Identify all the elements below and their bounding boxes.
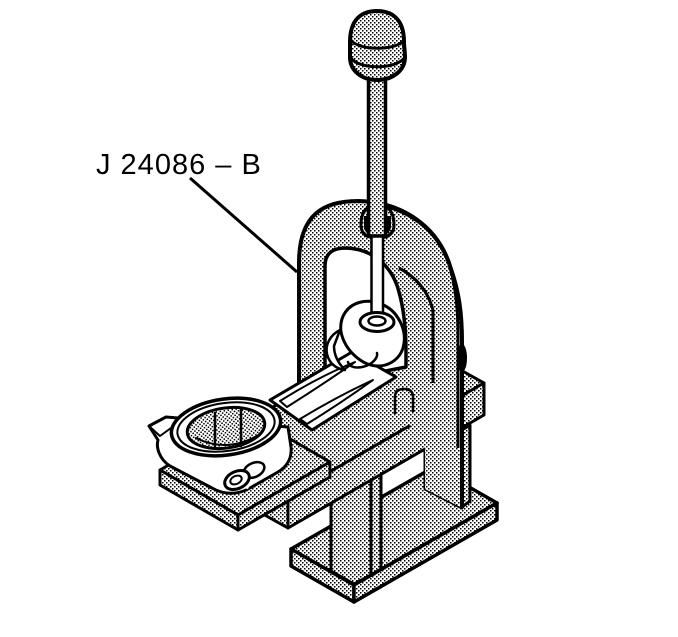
knob-body (348, 9, 407, 82)
connecting-rod (147, 350, 398, 495)
big-end-tip-chamfer (148, 425, 172, 437)
pilot-washer-hole (367, 315, 387, 327)
knob-upper-rim (349, 38, 406, 50)
shaft-lower (370, 234, 385, 320)
foot-notch (393, 387, 415, 414)
press-shaft (366, 69, 388, 238)
slot-back-edge (398, 266, 435, 383)
piston-pin-end (346, 351, 379, 369)
leader-line (189, 176, 298, 274)
beam-groove-lower (299, 379, 374, 425)
big-end-ring-lip (176, 401, 276, 453)
beam-groove-upper (279, 361, 356, 408)
small-end-assembly (325, 234, 406, 372)
bore-bottom-arc (195, 435, 258, 447)
base-back-edge (380, 470, 426, 499)
big-end-bore (185, 405, 267, 451)
tool-label: J 24086 – B (96, 149, 262, 181)
bolt-hole (229, 474, 243, 486)
knob-lower-rim (348, 55, 407, 69)
label-group: J 24086 – B (96, 149, 298, 274)
small-end-hook (325, 328, 347, 372)
shaft-upper (366, 69, 388, 238)
rod-beam (268, 350, 398, 432)
clamp-depth-arc (383, 204, 460, 448)
clamp-side-lug (457, 344, 467, 372)
press-knob (348, 9, 407, 82)
